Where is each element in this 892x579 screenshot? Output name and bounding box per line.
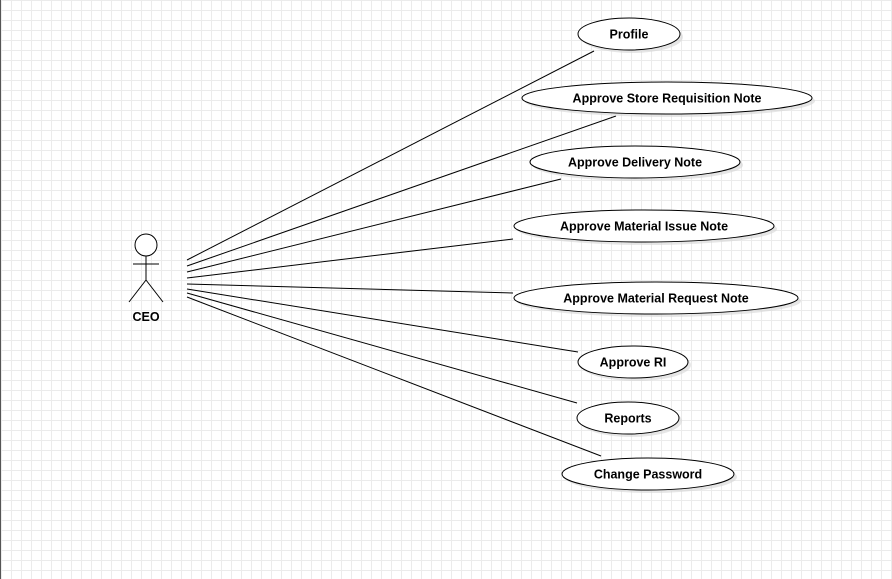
use-case-approve-min[interactable]: Approve Material Issue Note — [513, 209, 777, 245]
use-case-label: Approve Delivery Note — [568, 156, 702, 170]
association-approve-min — [186, 238, 514, 279]
use-case-label: Approve RI — [600, 356, 667, 370]
use-case-profile[interactable]: Profile — [577, 17, 683, 53]
actor-label: CEO — [132, 310, 159, 324]
stick-figure-icon — [128, 233, 164, 303]
associations — [186, 50, 617, 457]
association-reports — [186, 292, 578, 404]
use-case-approve-delivery[interactable]: Approve Delivery Note — [529, 145, 743, 181]
use-case-reports[interactable]: Reports — [576, 401, 682, 437]
use-case-approve-ri[interactable]: Approve RI — [577, 345, 691, 381]
use-case-approve-mrn[interactable]: Approve Material Request Note — [513, 281, 801, 317]
use-case-label: Profile — [610, 28, 649, 42]
use-case-label: Change Password — [594, 468, 702, 482]
association-change-password — [186, 296, 602, 457]
use-case-label: Reports — [604, 412, 651, 426]
use-case-label: Approve Material Issue Note — [560, 220, 728, 234]
use-case-approve-srn[interactable]: Approve Store Requisition Note — [521, 81, 815, 117]
association-profile — [186, 50, 595, 261]
actor-ceo[interactable]: CEO — [128, 233, 164, 324]
association-approve-delivery — [186, 178, 562, 273]
association-approve-ri — [186, 288, 579, 353]
use-case-label: Approve Store Requisition Note — [573, 92, 762, 106]
association-approve-mrn — [186, 283, 514, 294]
use-case-label: Approve Material Request Note — [563, 292, 749, 306]
use-case-change-password[interactable]: Change Password — [561, 457, 737, 493]
association-approve-srn — [186, 115, 617, 267]
